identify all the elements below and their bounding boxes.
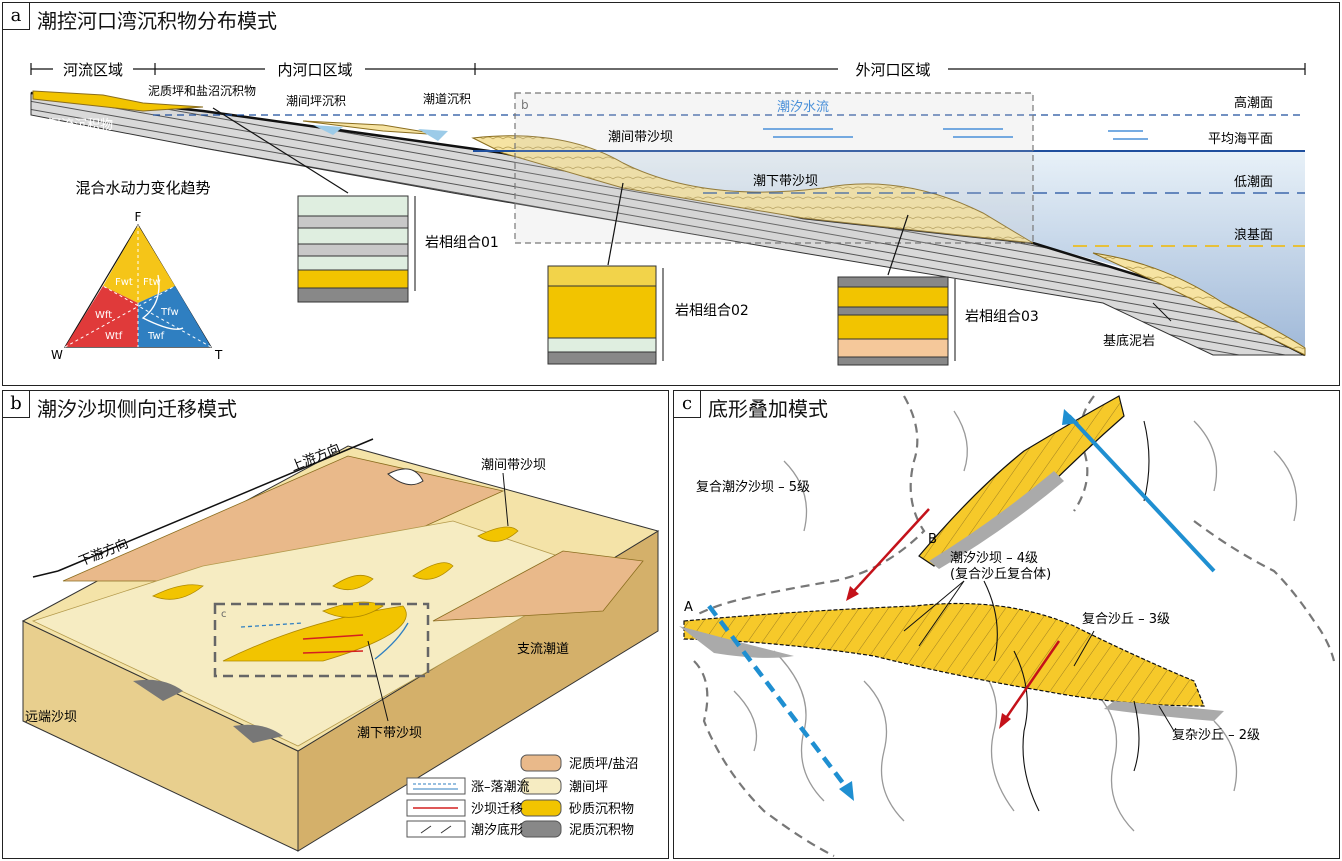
label-river-deposit: 河流沉积物 [48, 118, 113, 133]
level-mean-sea: 平均海平面 [1208, 132, 1273, 147]
label-mud-flat: 泥质坪和盐沼沉积物 [148, 84, 256, 98]
label-point-b: B [928, 532, 937, 547]
region-ftw: Ftw [143, 277, 161, 288]
tidal-bar-4 [683, 602, 1205, 707]
vertex-f: F [135, 210, 142, 224]
vertex-w: W [51, 348, 63, 362]
migration-arrow-1 [851, 508, 930, 594]
ebb-arrow [707, 604, 851, 793]
label-compound-dune: 复合沙丘 – 3级 [1082, 612, 1170, 627]
flood-arrow [1067, 414, 1216, 573]
inset-c-box [213, 602, 430, 678]
label-tidal-bar: 潮汐沙坝 – 4级 [950, 550, 1038, 566]
label-b-subtidal-bar: 潮下带沙坝 [357, 726, 422, 741]
panel-a-letter: a [3, 3, 30, 30]
label-compound-bar: 复合潮汐沙坝 – 5级 [696, 479, 810, 495]
panel-b-bar-migration: b 潮汐沙坝侧向迁移模式 c 上游方向 下游方向 [2, 390, 669, 859]
facies-column-01 [297, 195, 416, 303]
label-complex-dune: 复杂沙丘 – 2级 [1172, 728, 1260, 743]
level-high-tide: 高潮面 [1234, 95, 1273, 111]
bedform-crests [733, 410, 1298, 832]
label-point-a: A [684, 600, 693, 615]
label-basement: 基底泥岩 [1103, 333, 1155, 349]
legend-bedform: 潮汐底形 [471, 822, 523, 838]
region-wtf: Wtf [105, 331, 123, 342]
inset-b-box [514, 92, 1034, 244]
inset-c-letter: c [221, 609, 227, 620]
panel-a-title: 潮控河口湾沉积物分布模式 [37, 9, 277, 33]
panel-c-letter: c [674, 391, 701, 418]
facies-column-02 [547, 265, 664, 365]
panel-a-estuary-distribution: a 潮控河口湾沉积物分布模式 河流区域 内河口区域 [2, 2, 1340, 386]
region-fwt: Fwt [115, 277, 133, 288]
inset-b-letter: b [521, 98, 529, 112]
label-intertidal-flat: 潮间坪沉积 [286, 93, 346, 108]
label-subtidal-bar: 潮下带沙坝 [753, 174, 818, 189]
panel-b-letter: b [3, 391, 30, 418]
legend-sand: 砂质沉积物 [569, 802, 634, 817]
legend-flow: 涨–落潮流 [471, 780, 530, 795]
zone-inner-estuary: 内河口区域 [277, 61, 352, 79]
legend-migration: 沙坝迁移 [471, 802, 523, 817]
migration-arrow-2 [1002, 640, 1061, 722]
label-tidal-channel: 潮道沉积 [423, 91, 471, 106]
region-twf: Twf [147, 331, 165, 342]
level-wave-base: 浪基面 [1234, 228, 1273, 243]
label-distal-bar: 远端沙坝 [25, 710, 77, 725]
sand-bodies [152, 526, 519, 662]
level-low-tide: 低潮面 [1234, 175, 1273, 190]
legend [406, 754, 562, 838]
upper-tidal-bar [918, 395, 1125, 567]
panel-b-block-diagram: c 上游方向 下游方向 潮间带沙坝 支流潮道 远端沙坝 潮下带沙坝 [21, 438, 660, 852]
panel-c-bedform-hierarchy: c 底形叠加模式 [673, 390, 1340, 859]
region-tfw: Tfw [160, 307, 179, 318]
region-wft: Wft [95, 310, 112, 321]
zone-outer-estuary: 外河口区域 [855, 61, 930, 79]
panel-c-plan-view: A B 复合潮汐沙坝 – 5级 潮汐沙坝 – 4级 (复合沙丘复合体) 复合沙丘… [679, 395, 1336, 857]
assemblage-03-label: 岩相组合03 [965, 309, 1039, 325]
label-tidal-current: 潮汐水流 [777, 99, 829, 115]
upstream-arrow [57, 438, 374, 572]
facies-column-03 [837, 276, 956, 366]
label-intertidal-bar: 潮间带沙坝 [608, 130, 673, 145]
hydrodynamic-triangle [63, 223, 213, 348]
legend-intertidal: 潮间坪 [569, 780, 608, 795]
zone-river: 河流区域 [63, 61, 123, 79]
panel-a-diagram: 河流区域 内河口区域 外河口区域 高潮面 平均海平面 低潮面 浪基面 b [30, 58, 1306, 366]
assemblage-02-label: 岩相组合02 [675, 303, 749, 319]
legend-mud-marsh: 泥质坪/盐沼 [569, 757, 638, 772]
tidal-flow-arrows [763, 128, 1148, 140]
sea-water [513, 151, 1305, 355]
triangle-title: 混合水动力变化趋势 [75, 179, 210, 197]
panel-c-title: 底形叠加模式 [708, 397, 828, 421]
label-b-intertidal-bar: 潮间带沙坝 [481, 458, 546, 473]
label-tidal-bar-sub: (复合沙丘复合体) [950, 567, 1051, 582]
tidal-channels [983, 420, 1150, 812]
zone-scale [30, 63, 1306, 75]
vertex-t: T [214, 348, 223, 362]
label-distributary: 支流潮道 [517, 642, 569, 657]
sand-bars [471, 135, 1034, 244]
panel-b-title: 潮汐沙坝侧向迁移模式 [37, 397, 237, 421]
assemblage-01-label: 岩相组合01 [425, 235, 499, 251]
legend-mud: 泥质沉积物 [569, 823, 634, 838]
